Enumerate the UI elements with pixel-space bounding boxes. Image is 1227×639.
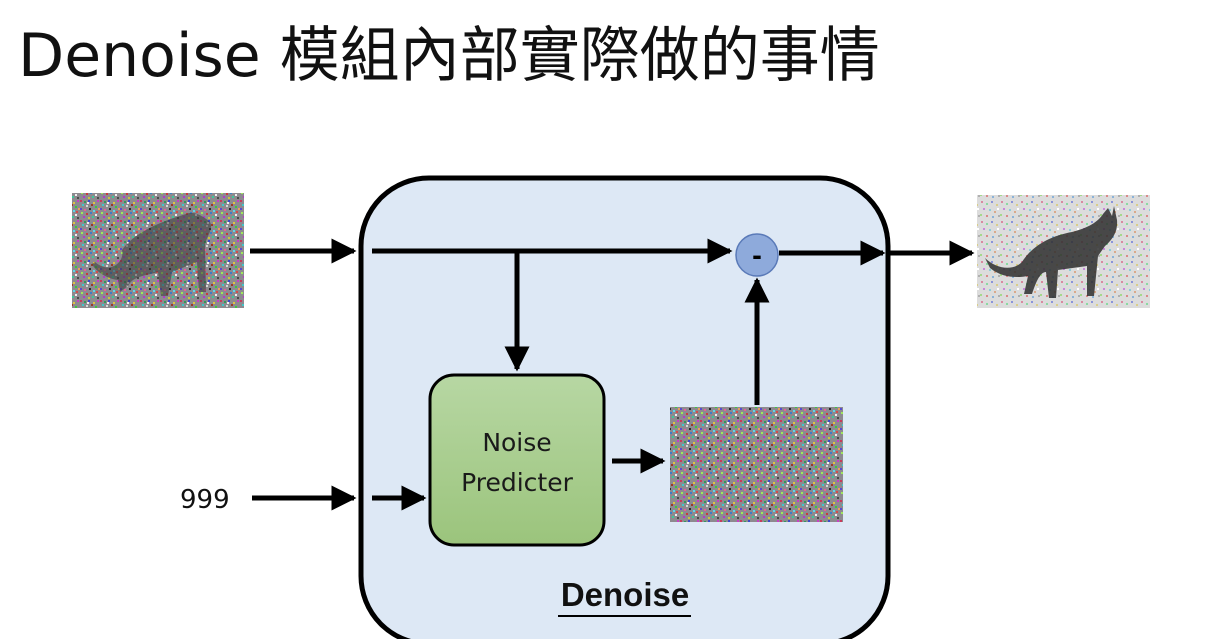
noisy-cat-image-icon bbox=[72, 193, 244, 308]
denoised-cat-image-icon bbox=[977, 195, 1150, 308]
noise-image-icon bbox=[670, 407, 843, 522]
module-label: Denoise bbox=[561, 576, 689, 613]
subtract-symbol: - bbox=[752, 242, 762, 270]
predicter-label-line1: Noise bbox=[482, 428, 551, 457]
page-title: Denoise 模組內部實際做的事情 bbox=[18, 21, 880, 91]
predicter-label-line2: Predicter bbox=[461, 468, 573, 497]
subtract-operator: - bbox=[735, 233, 779, 277]
step-input-label: 999 bbox=[180, 485, 230, 515]
noise-predicter-box: Noise Predicter bbox=[428, 373, 606, 547]
